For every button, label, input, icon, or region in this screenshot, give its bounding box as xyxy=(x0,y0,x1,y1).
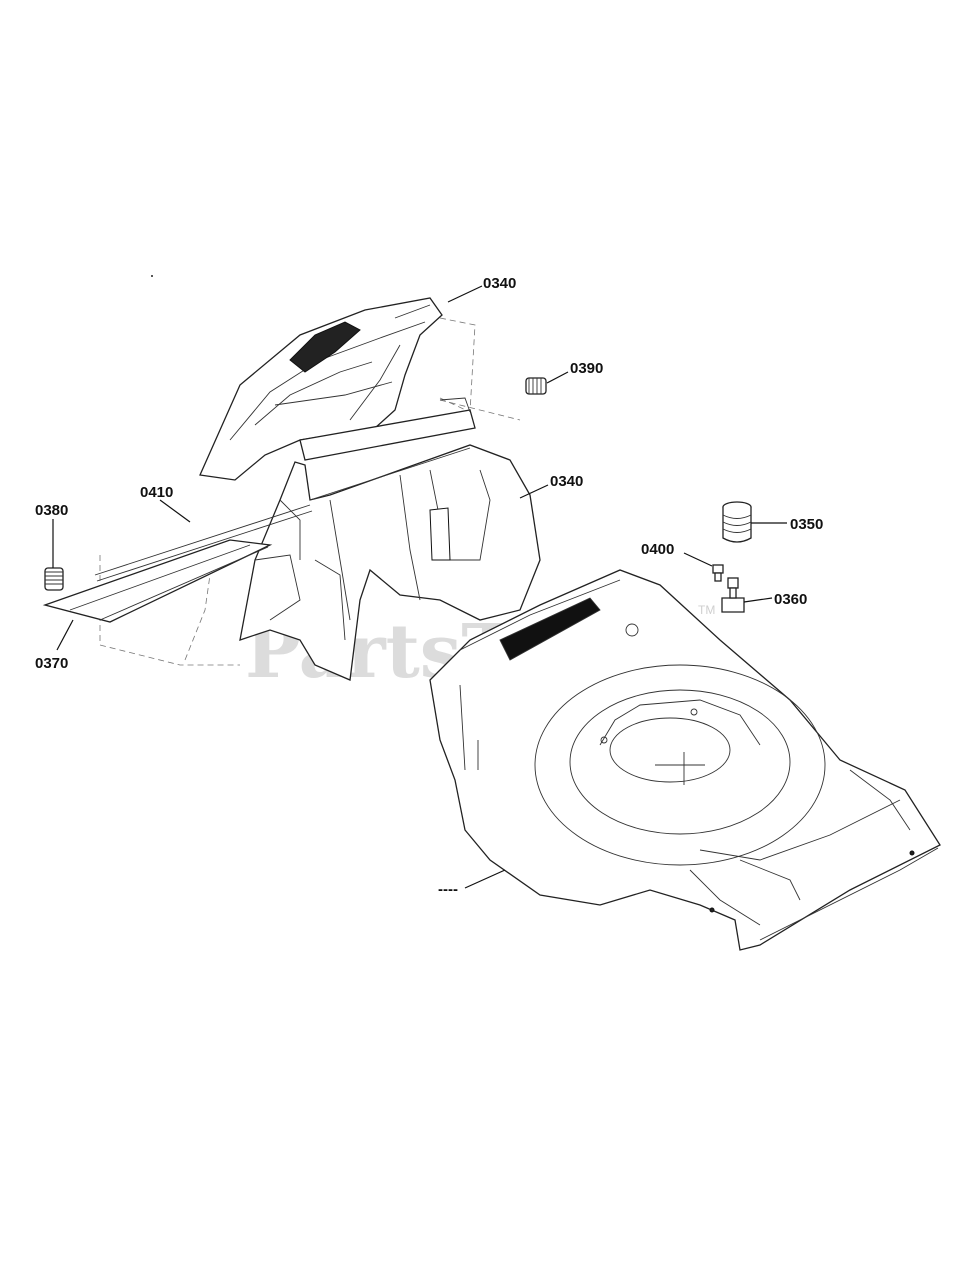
rear-flap-cover xyxy=(199,297,443,481)
flap-0370 xyxy=(42,539,273,623)
callout-deck: ---- xyxy=(438,881,458,898)
callout-labels: 0340 0390 0410 0340 0380 0350 0400 0360 … xyxy=(35,275,823,898)
leader-lines xyxy=(52,285,787,889)
mower-deck xyxy=(429,569,941,951)
callout-0400: 0400 xyxy=(641,541,674,558)
rod-0410 xyxy=(94,504,313,582)
callout-0350: 0350 xyxy=(790,516,823,533)
rear-housing xyxy=(239,397,541,681)
callout-0360: 0360 xyxy=(774,591,807,608)
callout-0390: 0390 xyxy=(570,360,603,377)
callout-0340-top: 0340 xyxy=(483,275,516,292)
spring-0390 xyxy=(525,377,547,395)
stray-dot xyxy=(151,275,153,277)
callout-0410: 0410 xyxy=(140,484,173,501)
callout-0340-mid: 0340 xyxy=(550,473,583,490)
adjuster-0360 xyxy=(721,577,745,613)
screw-0400 xyxy=(712,564,724,582)
spring-0380 xyxy=(44,567,64,591)
trademark: TM xyxy=(698,603,715,617)
callout-0370: 0370 xyxy=(35,655,68,672)
knob-0350 xyxy=(722,501,752,543)
callout-0380: 0380 xyxy=(35,502,68,519)
